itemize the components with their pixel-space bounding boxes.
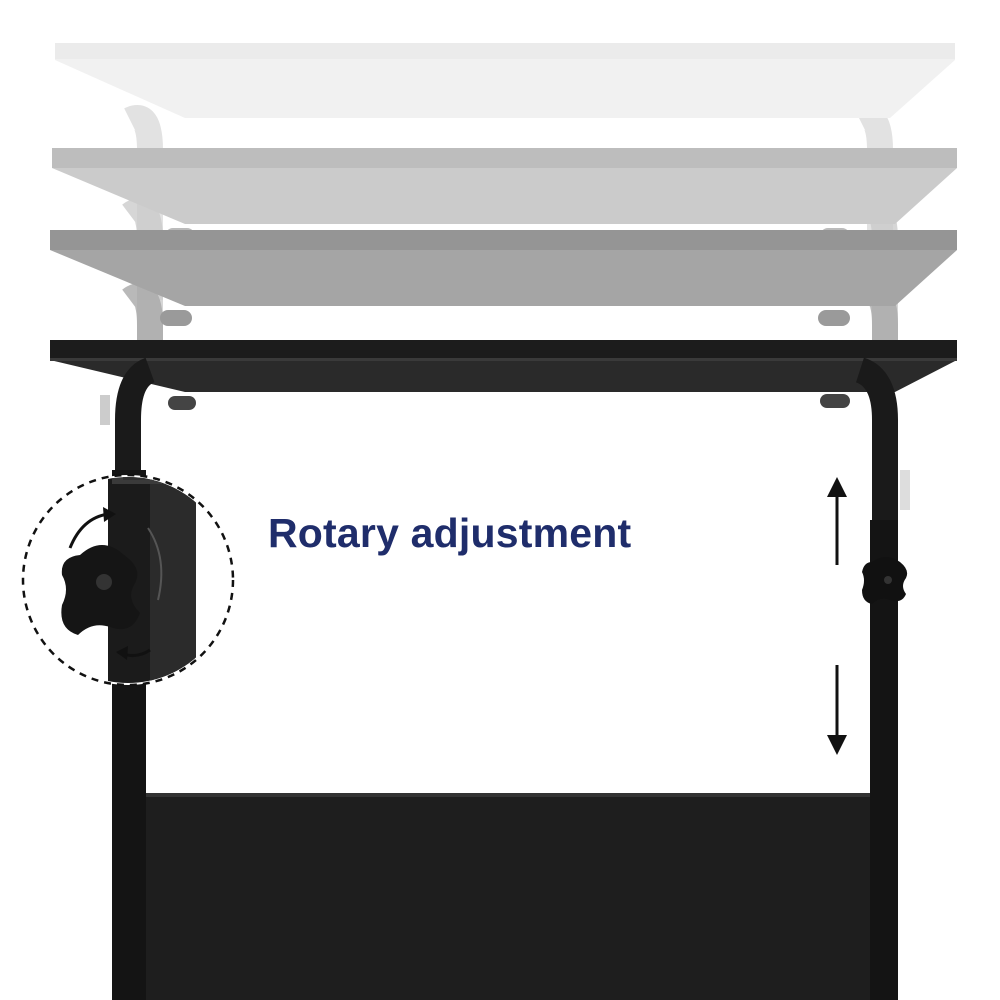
arrow-up-icon (827, 477, 847, 565)
rotary-adjustment-caption: Rotary adjustment (268, 510, 632, 556)
left-leg (100, 357, 156, 1000)
ghost-desktop-top (55, 43, 955, 300)
knob-detail-callout (21, 473, 235, 687)
desktop-surface (50, 340, 957, 410)
rotary-knob-icon (862, 557, 908, 604)
arrow-down-icon (827, 665, 847, 755)
ghost-desktop-lower (50, 230, 957, 360)
back-panel (146, 793, 870, 1000)
